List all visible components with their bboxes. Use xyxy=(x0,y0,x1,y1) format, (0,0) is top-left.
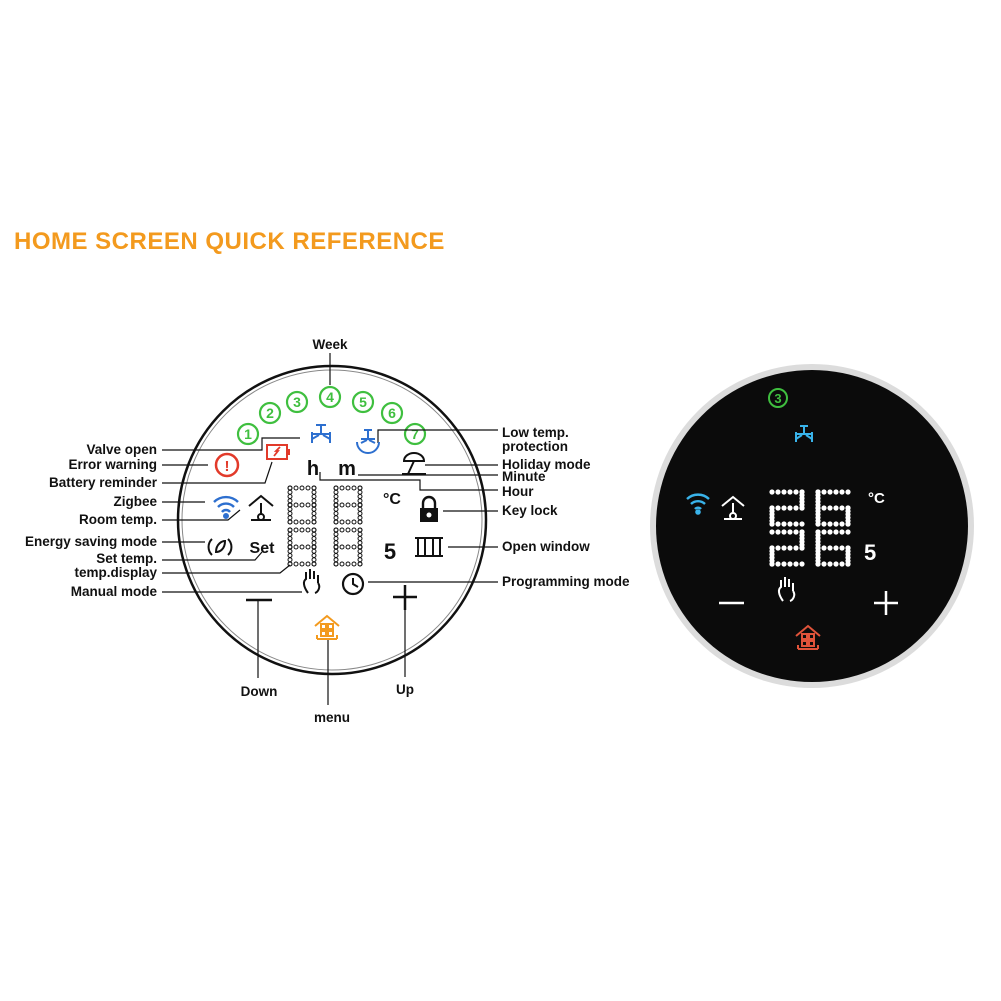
svg-text:3: 3 xyxy=(774,391,781,406)
svg-text:3: 3 xyxy=(293,394,301,410)
key-lock-icon xyxy=(420,495,438,522)
photo-plus-button[interactable] xyxy=(874,591,898,615)
low-temp-protection-icon xyxy=(356,429,380,454)
set-temp-digit-2 xyxy=(333,527,363,567)
holiday-icon xyxy=(402,452,426,475)
label-hour: Hour xyxy=(502,484,534,499)
label-low-temp-line1: Low temp. xyxy=(502,425,569,440)
photo-decimal: 5 xyxy=(864,540,876,565)
svg-text:1: 1 xyxy=(244,426,252,442)
leader-hour xyxy=(319,472,498,491)
set-label: Set xyxy=(250,540,276,557)
photo-valve-icon xyxy=(795,425,813,442)
open-window-icon xyxy=(415,537,443,557)
programming-mode-icon xyxy=(341,572,365,596)
week-day-indicators: 12 3 4 5 67 xyxy=(236,385,427,446)
svg-text:2: 2 xyxy=(266,405,274,421)
room-temp-icon xyxy=(248,494,274,521)
label-minute: Minute xyxy=(502,469,546,484)
valve-icon xyxy=(311,424,331,443)
photo-set-digit-2 xyxy=(815,529,851,567)
room-temp-digit-2 xyxy=(333,485,363,525)
photo-screen xyxy=(656,370,968,682)
manual-mode-icon xyxy=(302,569,321,594)
label-programming-mode: Programming mode xyxy=(502,574,630,589)
label-set-temp: Set temp. xyxy=(96,551,157,566)
energy-saving-icon xyxy=(207,538,233,556)
photo-temperature-digits xyxy=(769,489,851,567)
label-open-window: Open window xyxy=(502,539,590,554)
photo-room-digit-1 xyxy=(769,489,805,527)
svg-text:!: ! xyxy=(225,458,230,475)
leader-valve-open xyxy=(162,437,300,451)
photo-room-temp-icon xyxy=(721,495,745,520)
celsius-unit: °C xyxy=(383,491,401,508)
photo-menu-icon[interactable] xyxy=(795,624,821,650)
leader-temp-display xyxy=(162,564,291,574)
label-energy-saving: Energy saving mode xyxy=(25,534,158,549)
svg-text:7: 7 xyxy=(411,426,419,442)
label-key-lock: Key lock xyxy=(502,503,558,518)
photo-wifi-icon xyxy=(686,493,710,515)
day-3-icon: 3 xyxy=(285,390,309,414)
day-5-icon: 5 xyxy=(351,390,375,414)
photo-set-digit-1 xyxy=(769,529,805,567)
day-2-icon: 2 xyxy=(258,401,282,425)
photo-manual-icon xyxy=(777,577,796,602)
label-holiday-mode: Holiday mode xyxy=(502,457,591,472)
day-4-icon: 4 xyxy=(318,385,342,409)
seconds-digit: 5 xyxy=(384,539,396,564)
leader-battery-reminder xyxy=(162,461,273,484)
menu-button-icon[interactable] xyxy=(314,614,340,640)
leader-set-temp xyxy=(162,551,263,561)
svg-text:6: 6 xyxy=(388,405,396,421)
page-title: HOME SCREEN QUICK REFERENCE xyxy=(14,228,445,255)
day-1-icon: 1 xyxy=(236,422,260,446)
label-temp-display: temp.display xyxy=(74,565,157,580)
day-6-icon: 6 xyxy=(380,401,404,425)
leader-low-temp xyxy=(377,429,498,443)
label-battery-reminder: Battery reminder xyxy=(49,475,158,490)
label-room-temp: Room temp. xyxy=(79,512,157,527)
minute-char: m xyxy=(338,458,356,480)
svg-text:4: 4 xyxy=(326,389,334,405)
error-warning-icon: ! xyxy=(214,452,240,478)
label-error-warning: Error warning xyxy=(68,457,157,472)
label-manual-mode: Manual mode xyxy=(71,584,158,599)
battery-icon xyxy=(266,444,290,460)
label-low-temp-line2: protection xyxy=(502,439,568,454)
set-temp-digit-1 xyxy=(287,527,317,567)
up-button-icon[interactable] xyxy=(393,585,417,610)
svg-text:5: 5 xyxy=(359,394,367,410)
dotted-digit-display xyxy=(287,485,363,567)
label-down: Down xyxy=(241,684,278,699)
photo-room-digit-2 xyxy=(815,489,851,527)
leader-room-temp xyxy=(162,509,241,521)
photo-day-indicator: 3 xyxy=(768,388,788,408)
label-menu: menu xyxy=(314,710,350,725)
leader-lines xyxy=(162,353,498,705)
photo-celsius: °C xyxy=(868,490,885,507)
label-up: Up xyxy=(396,682,414,697)
label-valve-open: Valve open xyxy=(86,442,157,457)
hour-char: h xyxy=(307,458,319,480)
day-7-icon: 7 xyxy=(403,422,427,446)
room-temp-digit-1 xyxy=(287,485,317,525)
label-week: Week xyxy=(312,337,348,352)
label-zigbee: Zigbee xyxy=(113,494,157,509)
zigbee-icon xyxy=(213,495,239,519)
